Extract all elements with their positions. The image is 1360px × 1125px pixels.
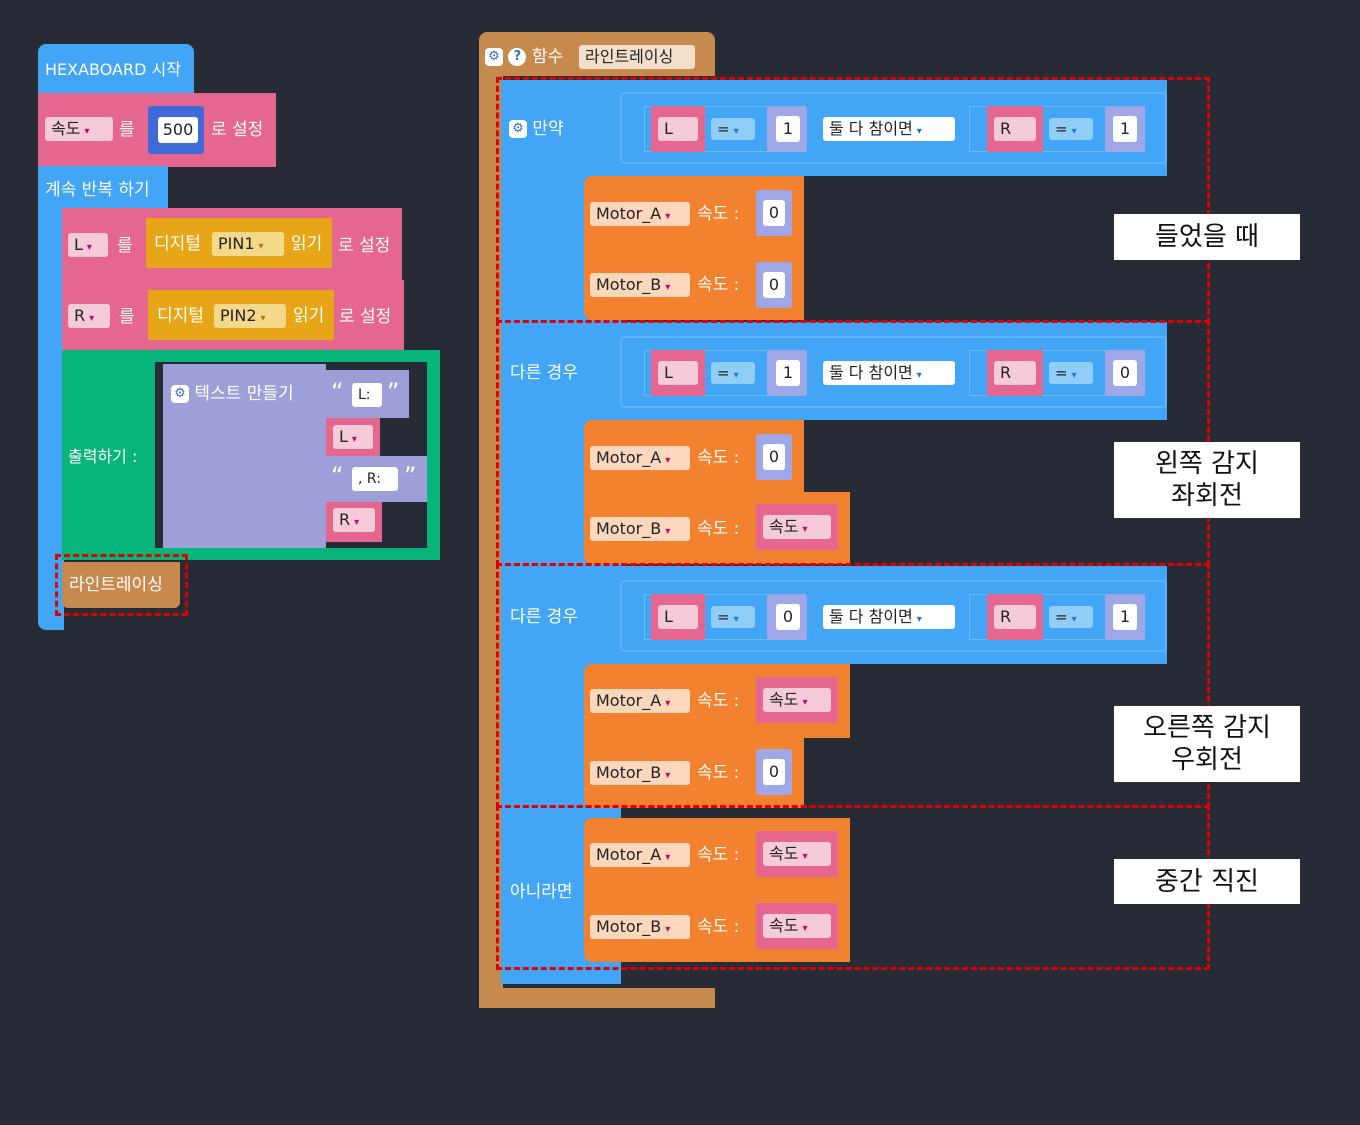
help-icon[interactable]: ? xyxy=(508,48,527,66)
highlight-branch-2 xyxy=(496,320,1210,566)
pin2-dropdown[interactable]: PIN2▾ xyxy=(214,304,286,328)
set-l-particle: 를 xyxy=(117,236,133,256)
motor-b-dropdown-2[interactable]: Motor_B▾ xyxy=(590,517,690,541)
make-text-block[interactable] xyxy=(163,364,326,548)
read-label-1: 읽기 xyxy=(291,234,323,254)
var-l-dropdown-3[interactable]: L xyxy=(658,605,698,629)
eq-dropdown-3r[interactable]: =▾ xyxy=(1049,606,1093,628)
function-def-bottom xyxy=(479,988,715,1008)
highlight-call-box xyxy=(55,554,188,616)
read-label-2: 읽기 xyxy=(293,306,325,326)
eq-dropdown-3[interactable]: =▾ xyxy=(711,606,755,628)
var-l-dropdown-2[interactable]: L xyxy=(658,361,698,385)
eq-dropdown-2[interactable]: =▾ xyxy=(711,362,755,384)
speed-var-dropdown-a4[interactable]: 속도▾ xyxy=(763,842,831,866)
quote-open-icon: “ xyxy=(331,378,344,406)
motor-b-dropdown-4[interactable]: Motor_B▾ xyxy=(590,915,690,939)
elseif-label-1: 다른 경우 xyxy=(510,363,578,383)
speed-value-input[interactable]: 500 xyxy=(158,117,198,143)
quote-close-icon-2: ” xyxy=(404,462,417,490)
var-r-dropdown-1[interactable]: R xyxy=(994,117,1036,141)
speed-label-a2: 속도 : xyxy=(697,448,740,468)
num-input-2b[interactable]: 0 xyxy=(1113,360,1137,386)
num-input-1a[interactable]: 1 xyxy=(776,116,800,142)
and-dropdown-1[interactable]: 둘 다 참이면▾ xyxy=(823,117,955,141)
set-speed-suffix: 로 설정 xyxy=(211,120,264,140)
var-l-dropdown-1[interactable]: L xyxy=(658,117,698,141)
speed-label-b4: 속도 : xyxy=(697,917,740,937)
motor-b-dropdown-1[interactable]: Motor_B▾ xyxy=(590,273,690,297)
highlight-branch-4 xyxy=(496,805,1210,970)
speed-var-dropdown-b4[interactable]: 속도▾ xyxy=(763,914,831,938)
num-input-3a[interactable]: 0 xyxy=(776,604,800,630)
elseif-label-2: 다른 경우 xyxy=(510,607,578,627)
var-r-dropdown-2[interactable]: R xyxy=(994,361,1036,385)
function-def-arm xyxy=(479,74,503,1008)
function-name-input[interactable]: 라인트레이싱 xyxy=(579,45,695,69)
highlight-branch-3 xyxy=(496,563,1210,808)
num-input-3b[interactable]: 1 xyxy=(1113,604,1137,630)
speed-label-a1: 속도 : xyxy=(697,204,740,224)
motor-b-dropdown-3[interactable]: Motor_B▾ xyxy=(590,761,690,785)
quote-open-icon-2: “ xyxy=(331,462,344,490)
var-r-dropdown-3[interactable]: R xyxy=(994,605,1036,629)
speed-label-b2: 속도 : xyxy=(697,519,740,539)
motor-a-value-2[interactable]: 0 xyxy=(763,444,785,470)
r-var-dropdown[interactable]: R▾ xyxy=(68,304,110,328)
motor-a-dropdown-1[interactable]: Motor_A▾ xyxy=(590,202,690,226)
forever-loop-label: 계속 반복 하기 xyxy=(45,180,150,200)
digital-label-1: 디지털 xyxy=(154,234,201,254)
eq-dropdown-1r[interactable]: =▾ xyxy=(1049,118,1093,140)
text-l-input[interactable]: L: xyxy=(352,383,382,407)
motor-b-value-1[interactable]: 0 xyxy=(763,272,785,298)
note-detected: 들었을 때 xyxy=(1114,214,1300,260)
and-dropdown-3[interactable]: 둘 다 참이면▾ xyxy=(823,605,955,629)
pin1-dropdown[interactable]: PIN1▾ xyxy=(212,232,284,256)
gear-icon[interactable]: ⚙ xyxy=(171,385,189,403)
motor-a-value-1[interactable]: 0 xyxy=(763,200,785,226)
num-input-1b[interactable]: 1 xyxy=(1113,116,1137,142)
eq-dropdown-1[interactable]: =▾ xyxy=(711,118,755,140)
note-straight: 중간 직진 xyxy=(1114,859,1300,904)
highlight-branch-1 xyxy=(496,77,1210,323)
num-input-2a[interactable]: 1 xyxy=(776,360,800,386)
function-header: ⚙ ? 함수 xyxy=(485,47,563,67)
print-label: 출력하기 : xyxy=(68,447,138,466)
speed-var-dropdown-a3[interactable]: 속도▾ xyxy=(763,688,831,712)
l-var-dropdown[interactable]: L▾ xyxy=(68,233,108,257)
and-dropdown-2[interactable]: 둘 다 참이면▾ xyxy=(823,361,955,385)
motor-a-dropdown-3[interactable]: Motor_A▾ xyxy=(590,689,690,713)
set-l-suffix: 로 설정 xyxy=(338,236,391,256)
call-linetracing-block[interactable] xyxy=(62,562,180,608)
set-r-particle: 를 xyxy=(119,307,135,327)
speed-var-dropdown[interactable]: 속도▾ xyxy=(45,117,113,141)
motor-a-dropdown-2[interactable]: Motor_A▾ xyxy=(590,446,690,470)
set-speed-particle: 를 xyxy=(119,120,135,140)
motor-b-value-3[interactable]: 0 xyxy=(763,759,785,785)
digital-label-2: 디지털 xyxy=(157,306,204,326)
speed-label-a3: 속도 : xyxy=(697,691,740,711)
make-text-label: ⚙ 텍스트 만들기 xyxy=(171,384,294,404)
if-label: ⚙ 만약 xyxy=(509,119,564,139)
hexaboard-start-label: HEXABOARD 시작 xyxy=(45,60,181,79)
call-linetracing-label: 라인트레이싱 xyxy=(69,575,163,595)
speed-label-a4: 속도 : xyxy=(697,845,740,865)
eq-dropdown-2r[interactable]: =▾ xyxy=(1049,362,1093,384)
speed-label-b3: 속도 : xyxy=(697,763,740,783)
var-l-dropdown[interactable]: L▾ xyxy=(333,425,373,449)
gear-icon[interactable]: ⚙ xyxy=(485,48,503,66)
else-label: 아니라면 xyxy=(510,882,573,902)
quote-close-icon: ” xyxy=(387,378,400,406)
speed-var-dropdown-b2[interactable]: 속도▾ xyxy=(763,515,831,539)
set-r-suffix: 로 설정 xyxy=(339,307,392,327)
text-r-input[interactable]: , R: xyxy=(352,467,398,491)
motor-a-dropdown-4[interactable]: Motor_A▾ xyxy=(590,843,690,867)
hexaboard-start-block[interactable] xyxy=(38,44,194,94)
var-r-dropdown[interactable]: R▾ xyxy=(333,508,375,532)
gear-icon[interactable]: ⚙ xyxy=(509,120,527,138)
forever-loop-arm xyxy=(38,200,64,630)
speed-label-b1: 속도 : xyxy=(697,275,740,295)
